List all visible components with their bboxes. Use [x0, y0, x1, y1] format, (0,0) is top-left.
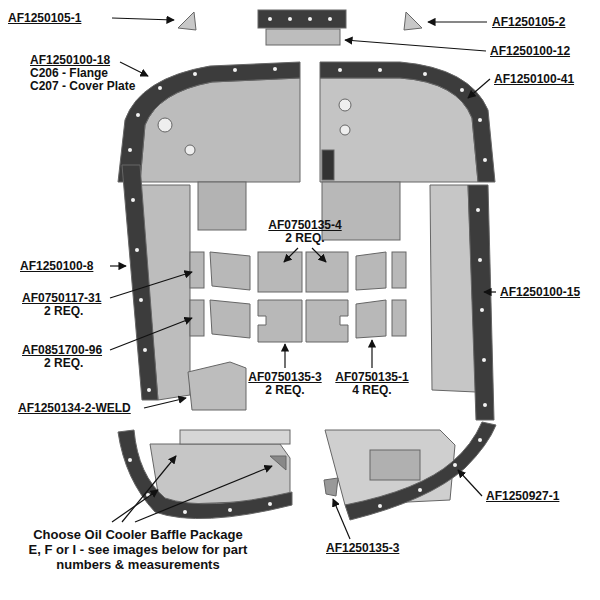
part-number: AF1250100-12 [490, 45, 570, 58]
top-plate-part [266, 29, 340, 45]
part-number: AF0750135-1 [335, 371, 408, 384]
part-number: AF0750135-4 [268, 219, 341, 232]
left-cowl-tab [198, 182, 246, 230]
right-cowl-flange [320, 62, 495, 182]
bracket-part [324, 478, 338, 496]
gusset-part [404, 12, 422, 30]
part-number: 2 REQ. [265, 384, 304, 397]
part-number: AF1250100-8 [20, 260, 93, 273]
part-number: AF1250135-3 [326, 542, 399, 555]
gusset-part [178, 12, 196, 30]
baffle-parts-row [190, 252, 406, 292]
note-text: Choose Oil Cooler Baffle Package E, F or… [28, 527, 248, 572]
left-side-flange [122, 165, 158, 400]
part-number: 2 REQ. [44, 357, 83, 370]
part-number: 4 REQ. [352, 384, 391, 397]
part-number: AF1250105-1 [8, 12, 81, 25]
part-number: AF0750117-31 [22, 292, 101, 305]
part-number: AF1250134-2-WELD [18, 402, 131, 415]
part-number: AF1250927-1 [486, 490, 559, 503]
part-number: AF1250105-2 [492, 16, 565, 29]
part-number: AF1250100-18 [30, 54, 110, 67]
part-number: C206 - Flange [30, 67, 108, 80]
top-bar-part [258, 10, 346, 28]
part-number: 2 REQ. [285, 232, 324, 245]
baffle-parts-row [190, 300, 406, 342]
part-number: 2 REQ. [44, 305, 83, 318]
part-number: AF0851700-96 [22, 344, 102, 357]
weld-part [188, 362, 246, 410]
leader-line [110, 18, 496, 539]
right-side-flange [468, 185, 494, 420]
part-number: AF1250100-15 [500, 286, 580, 299]
part-number: C207 - Cover Plate [30, 80, 135, 93]
oil-cooler-baffle [150, 444, 290, 505]
left-cowl-flange [118, 62, 300, 182]
part-number: AF1250100-41 [494, 73, 574, 86]
part-number: AF0750135-3 [248, 371, 321, 384]
